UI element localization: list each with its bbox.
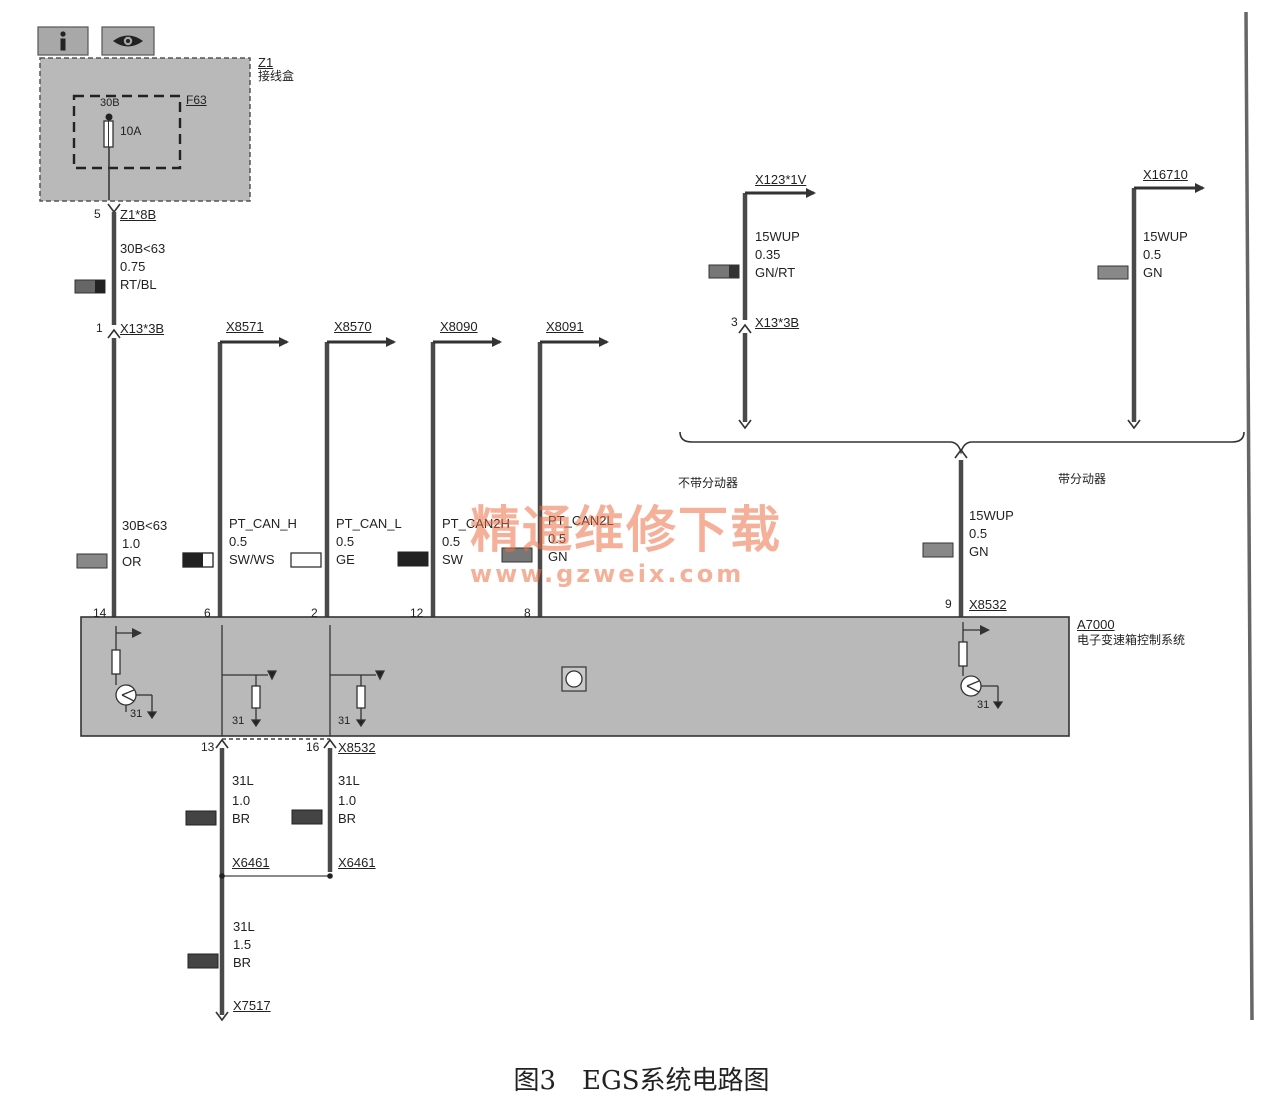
color-chip-br-a — [185, 810, 217, 826]
fuse-box-f63 — [72, 94, 182, 170]
connector-x123: X123*1V — [755, 172, 807, 187]
eye-icon — [113, 35, 143, 47]
pin-x13: 1 — [96, 321, 103, 335]
wire-15wup-b-color: GN — [1143, 265, 1163, 280]
connector-x13b: X13*3B — [755, 315, 800, 330]
wire-15wup-c-color: GN — [969, 544, 989, 559]
variant-with-transfer: 带分动器 — [1058, 472, 1107, 486]
connector-x7517: X7517 — [233, 998, 271, 1013]
wire-can-h-color: SW/WS — [229, 552, 275, 567]
connector-x8571: X8571 — [226, 319, 264, 334]
wire-31l-a-gauge: 1.0 — [232, 793, 251, 808]
wire-31l-c-gauge: 1.5 — [233, 937, 252, 952]
wire-can2l-color: GN — [548, 549, 568, 564]
wire-can2l-signal: PT_CAN2L — [548, 513, 614, 528]
wire-15wup-a-gauge: 0.35 — [755, 247, 781, 262]
junction-box-z1 — [39, 57, 251, 202]
wire-30b-bottom-signal: 30B<63 — [122, 518, 168, 533]
wire-can2h-gauge: 0.5 — [442, 534, 461, 549]
connector-x13: X13*3B — [120, 321, 165, 336]
color-chip-sw — [397, 551, 429, 567]
color-chip-gn-b — [1097, 265, 1129, 280]
wire-30b-bottom-color: OR — [122, 554, 142, 569]
fuse-id: F63 — [186, 93, 207, 107]
variant-without-transfer: 不带分动器 — [678, 476, 739, 490]
wire-can-h-gauge: 0.5 — [229, 534, 248, 549]
z1-name: 接线盒 — [258, 69, 295, 83]
wire-can2h-color: SW — [442, 552, 463, 567]
connector-x8090: X8090 — [440, 319, 478, 334]
ground-label-2: 31 — [232, 715, 245, 727]
connector-x8532-bottom: X8532 — [338, 740, 376, 755]
wire-can2l-gauge: 0.5 — [548, 531, 567, 546]
info-icon — [60, 31, 66, 51]
wire-30b-top-signal: 30B<63 — [120, 241, 166, 256]
wire-can-l-signal: PT_CAN_L — [336, 516, 402, 531]
pin-12: 12 — [410, 606, 424, 620]
wire-can2h-signal: PT_CAN2H — [442, 516, 510, 531]
pin-6: 6 — [204, 606, 211, 620]
pin-x13b: 3 — [731, 315, 738, 329]
module-name: 电子变速箱控制系统 — [1077, 633, 1186, 647]
fuse-terminal: 30B — [100, 97, 120, 109]
pin-2: 2 — [311, 606, 318, 620]
watermark-title: 精通维修下载 — [470, 501, 782, 559]
pin-z1: 5 — [94, 207, 101, 221]
ground-label-3: 31 — [338, 715, 351, 727]
color-chip-gn-can2l — [501, 547, 533, 563]
color-chip-br-c — [187, 953, 219, 969]
wire-can-l-gauge: 0.5 — [336, 534, 355, 549]
z1-id: Z1 — [258, 55, 274, 70]
connector-fork-z1 — [107, 203, 121, 214]
ground-label-1: 31 — [130, 708, 143, 720]
wire-can-h-signal: PT_CAN_H — [229, 516, 297, 531]
pin-14: 14 — [93, 606, 107, 620]
connector-x6461-b: X6461 — [338, 855, 376, 870]
connector-x8091: X8091 — [546, 319, 584, 334]
wire-31l-c-signal: 31L — [233, 919, 255, 934]
connector-fork-x13 — [107, 328, 121, 339]
module-internal-wiring — [111, 622, 1004, 736]
module-id: A7000 — [1077, 617, 1115, 632]
variant-brace — [679, 431, 1245, 455]
wire-30b-top-color: RT/BL — [120, 277, 157, 292]
color-chip-gn-c — [922, 542, 954, 558]
wire-30b-bottom-gauge: 1.0 — [122, 536, 141, 551]
color-chip-ge — [290, 552, 322, 568]
connector-x6461-a: X6461 — [232, 855, 270, 870]
connector-x16710: X16710 — [1143, 167, 1188, 182]
page-border-line — [1244, 11, 1254, 1021]
wire-15wup-a-signal: 15WUP — [755, 229, 800, 244]
connector-x8532-right: X8532 — [969, 597, 1007, 612]
wire-15wup-a-color: GN/RT — [755, 265, 796, 280]
wire-31l-b-signal: 31L — [338, 773, 360, 788]
pin-16: 16 — [306, 740, 320, 754]
wire-31l-c-color: BR — [233, 955, 252, 970]
watermark-url: www.gzweix.com — [470, 560, 745, 588]
wire-31l-b-color: BR — [338, 811, 357, 826]
color-chip-br-b — [291, 809, 323, 825]
pin-9: 9 — [945, 597, 952, 611]
pin-8: 8 — [524, 606, 531, 620]
wire-15wup-b-signal: 15WUP — [1143, 229, 1188, 244]
fuse-rating: 10A — [120, 124, 142, 138]
fuse-terminal-dot — [105, 113, 113, 121]
wire-31l-a-signal: 31L — [232, 773, 254, 788]
connector-z1: Z1*8B — [120, 207, 157, 222]
connector-x8570: X8570 — [334, 319, 372, 334]
color-chip-or — [76, 553, 108, 569]
wire-15wup-b-gauge: 0.5 — [1143, 247, 1162, 262]
figure-caption: 图3 EGS系统电路图 — [513, 1066, 770, 1096]
ground-label-4: 31 — [977, 699, 990, 711]
wire-31l-b-gauge: 1.0 — [338, 793, 357, 808]
wire-15wup-c-signal: 15WUP — [969, 508, 1014, 523]
pin-13: 13 — [201, 740, 215, 754]
wire-31l-a-color: BR — [232, 811, 251, 826]
wire-30b-top-gauge: 0.75 — [120, 259, 146, 274]
wire-can-l-color: GE — [336, 552, 355, 567]
wire-15wup-c-gauge: 0.5 — [969, 526, 988, 541]
